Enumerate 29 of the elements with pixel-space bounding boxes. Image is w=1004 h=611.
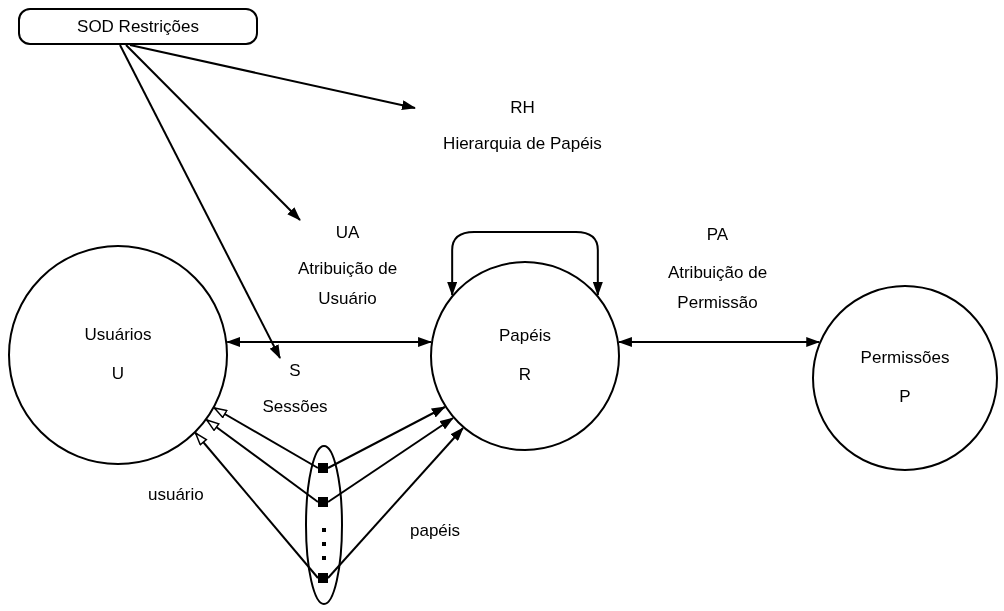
arrow	[129, 44, 416, 111]
label-text: papéis	[410, 520, 461, 542]
arrow	[194, 432, 319, 579]
node-subtitle: Sessões	[262, 395, 328, 418]
arrow	[327, 427, 464, 579]
constraint-box: SOD Restrições	[18, 8, 258, 45]
label-text: usuário	[148, 484, 204, 506]
node-title: S	[289, 360, 301, 382]
arrow	[213, 407, 319, 469]
arrow	[327, 406, 446, 469]
node-title: RH	[510, 97, 535, 119]
node-subtitle: R	[518, 363, 532, 386]
node-subtitle: Atribuição de Usuário	[296, 257, 399, 310]
arrow	[125, 44, 301, 221]
node-subtitle: P	[899, 385, 911, 408]
arrow	[617, 337, 821, 347]
node-title: Permissões	[860, 346, 950, 368]
arrow	[226, 337, 433, 347]
node-subtitle: U	[111, 362, 125, 385]
loop-arrow	[447, 231, 603, 296]
arrow	[119, 44, 281, 359]
arrow	[327, 417, 454, 503]
node-title: Papéis	[499, 324, 551, 346]
arrow	[205, 419, 319, 503]
node-title: UA	[335, 222, 360, 244]
label-text: Atribuição de Permissão	[666, 262, 769, 314]
node-title: Usuários	[84, 323, 152, 345]
node-subtitle: Hierarquia de Papéis	[443, 132, 602, 155]
label-text: PA	[705, 224, 730, 246]
